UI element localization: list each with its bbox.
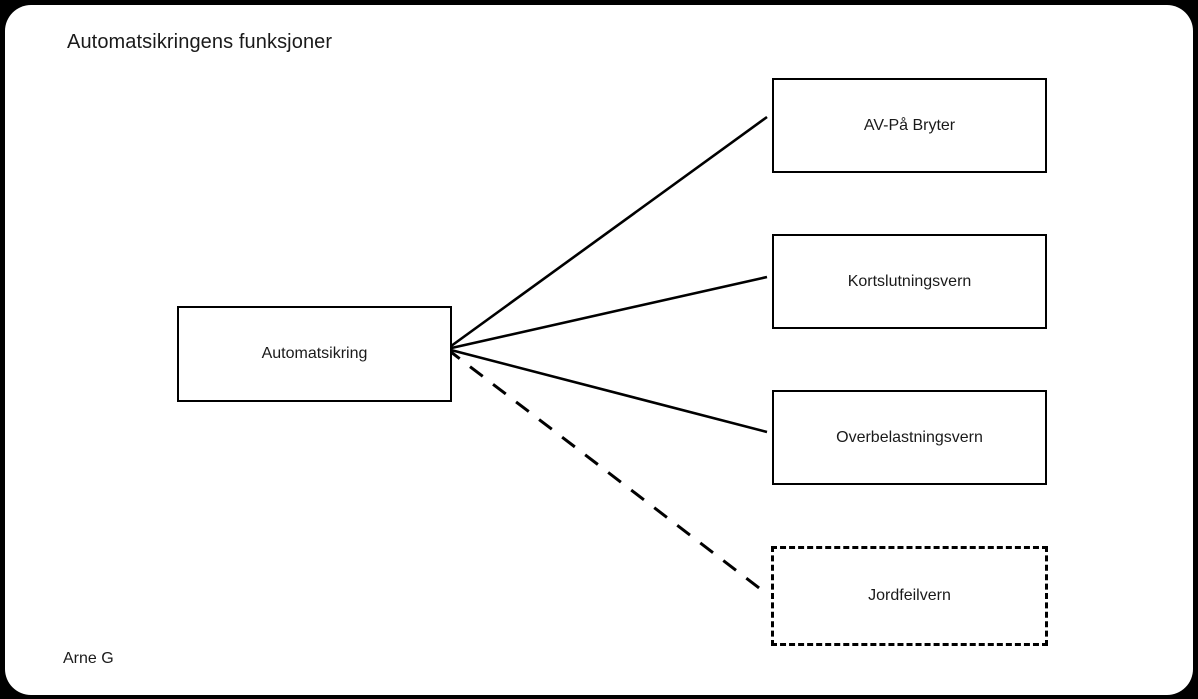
connector-to-switch [446, 115, 768, 351]
node-overbelastningsvern[interactable]: Overbelastningsvern [772, 390, 1047, 485]
node-automatsikring[interactable]: Automatsikring [177, 306, 452, 402]
node-av-pa-bryter-label: AV-På Bryter [863, 116, 956, 134]
node-overbelastningsvern-label: Overbelastningsvern [836, 428, 983, 446]
node-kortslutningsvern-label: Kortslutningsvern [847, 272, 972, 290]
page-title: Automatsikringens funksjoner [67, 31, 333, 53]
node-jordfeilvern[interactable]: Jordfeilvern [771, 546, 1048, 646]
diagram-canvas: Automatsikringens funksjoner Automatsikr… [5, 5, 1193, 695]
connector-to-overload [446, 347, 768, 434]
node-automatsikring-label: Automatsikring [261, 345, 368, 363]
node-av-pa-bryter[interactable]: AV-På Bryter [772, 78, 1047, 173]
connector-to-earthfault [446, 347, 768, 596]
node-kortslutningsvern[interactable]: Kortslutningsvern [772, 234, 1047, 329]
author-credit: Arne G [63, 650, 114, 667]
connector-to-short [446, 275, 768, 351]
node-jordfeilvern-label: Jordfeilvern [868, 587, 951, 605]
